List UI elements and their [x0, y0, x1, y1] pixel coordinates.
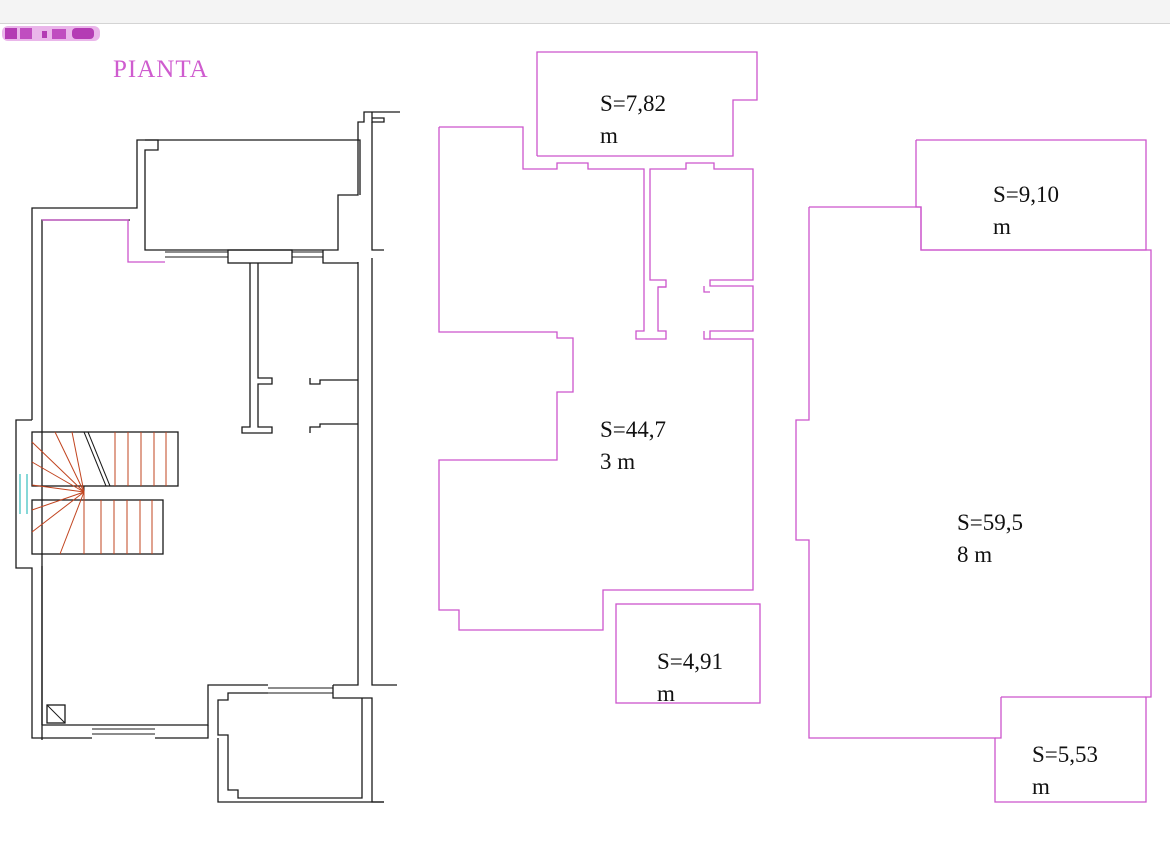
area-label-9-10: S=9,10 m: [993, 179, 1059, 243]
area-unit: m: [657, 681, 675, 706]
area-unit: m: [600, 123, 618, 148]
area-unit: 3 m: [600, 449, 636, 474]
plan-area-marker: [42, 219, 165, 263]
area-label-59-58: S=59,5 8 m: [957, 507, 1023, 571]
area-outlines-right: [795, 139, 1152, 803]
top-bar: [0, 0, 1170, 24]
plan-title: PIANTA: [113, 56, 209, 83]
area-unit: 8 m: [957, 542, 993, 567]
staircase: [31, 431, 179, 555]
area-label-7-82: S=7,82 m: [600, 88, 666, 152]
area-value: S=9,10: [993, 182, 1060, 207]
area-label-44-73: S=44,7 3 m: [600, 414, 666, 478]
area-outlines-middle: [438, 51, 761, 704]
area-value: S=59,5: [957, 510, 1024, 535]
logo-stamp-icon: [2, 26, 100, 41]
window-glass: [19, 474, 28, 514]
floor-plan-walls: [15, 111, 400, 803]
area-label-5-53: S=5,53 m: [1032, 739, 1098, 803]
area-value: S=7,82: [600, 91, 667, 116]
area-unit: m: [1032, 774, 1050, 799]
area-value: S=5,53: [1032, 742, 1099, 767]
area-value: S=44,7: [600, 417, 667, 442]
area-label-4-91: S=4,91 m: [657, 646, 723, 710]
area-unit: m: [993, 214, 1011, 239]
area-value: S=4,91: [657, 649, 724, 674]
